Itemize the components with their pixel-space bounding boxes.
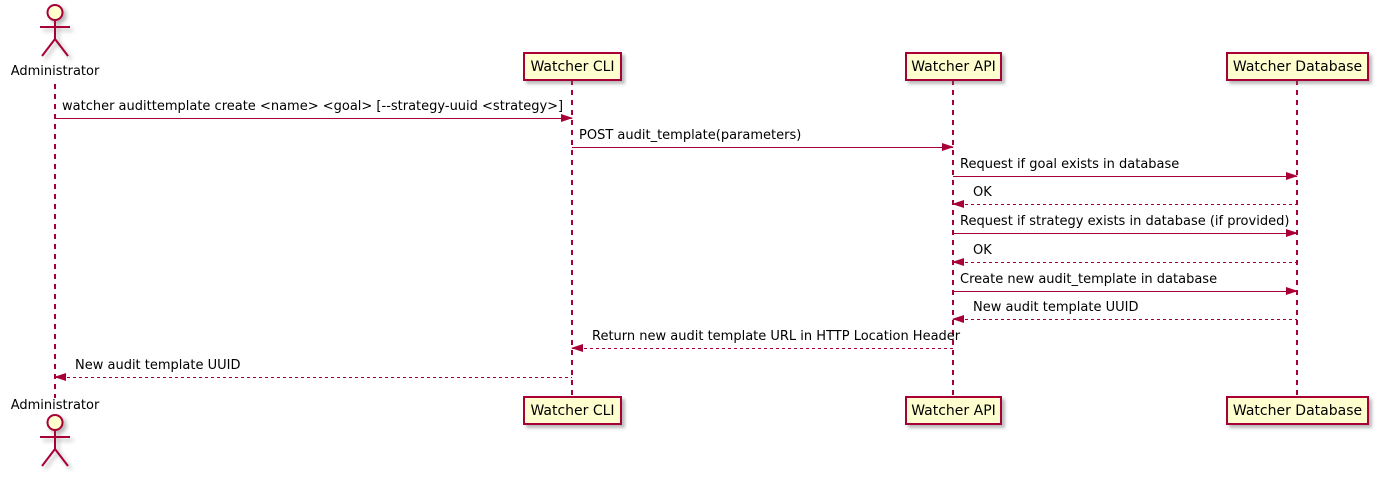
lifeline-watcher-cli xyxy=(571,80,573,396)
arrowhead-icon xyxy=(1286,287,1298,296)
participant-watcher-api-bottom: Watcher API xyxy=(905,396,1002,425)
message-line xyxy=(572,147,953,149)
message-text: New audit template UUID xyxy=(973,300,1139,315)
lifeline-watcher-api xyxy=(952,80,954,396)
lifeline-watcher-database xyxy=(1296,80,1298,396)
administrator-label-bottom: Administrator xyxy=(10,398,100,413)
arrowhead-icon xyxy=(952,258,964,267)
message-text: Request if strategy exists in database (… xyxy=(960,214,1290,229)
message-line xyxy=(953,319,1297,321)
participant-watcher-database-top: Watcher Database xyxy=(1226,52,1369,81)
message-line xyxy=(572,348,953,350)
message-line xyxy=(55,377,572,379)
message-text: OK xyxy=(973,243,992,258)
administrator-actor-icon xyxy=(40,4,70,57)
message-text: POST audit_template(parameters) xyxy=(579,128,802,143)
message-line xyxy=(953,291,1297,293)
message-line xyxy=(55,118,572,120)
arrowhead-icon xyxy=(952,200,964,209)
participant-watcher-database-bottom: Watcher Database xyxy=(1226,396,1369,425)
message-text: Create new audit_template in database xyxy=(960,272,1218,287)
message-text: New audit template UUID xyxy=(75,358,241,373)
arrowhead-icon xyxy=(1286,172,1298,181)
arrowhead-icon xyxy=(571,344,583,353)
message-line xyxy=(953,262,1297,264)
arrowhead-icon xyxy=(561,114,573,123)
participant-watcher-cli-top: Watcher CLI xyxy=(523,52,622,81)
message-line xyxy=(953,176,1297,178)
participant-watcher-api-top: Watcher API xyxy=(905,52,1002,81)
message-line xyxy=(953,204,1297,206)
message-line xyxy=(953,233,1297,235)
message-text: Request if goal exists in database xyxy=(960,157,1180,172)
administrator-label-top: Administrator xyxy=(10,64,100,79)
administrator-actor-icon-bottom xyxy=(40,414,70,467)
message-text: Return new audit template URL in HTTP Lo… xyxy=(592,329,961,344)
arrowhead-icon xyxy=(952,315,964,324)
participant-watcher-cli-bottom: Watcher CLI xyxy=(523,396,622,425)
arrowhead-icon xyxy=(942,143,954,152)
arrowhead-icon xyxy=(1286,229,1298,238)
message-text: OK xyxy=(973,185,992,200)
lifeline-administrator xyxy=(54,84,56,398)
arrowhead-icon xyxy=(54,373,66,382)
message-text: watcher audittemplate create <name> <goa… xyxy=(62,99,564,114)
